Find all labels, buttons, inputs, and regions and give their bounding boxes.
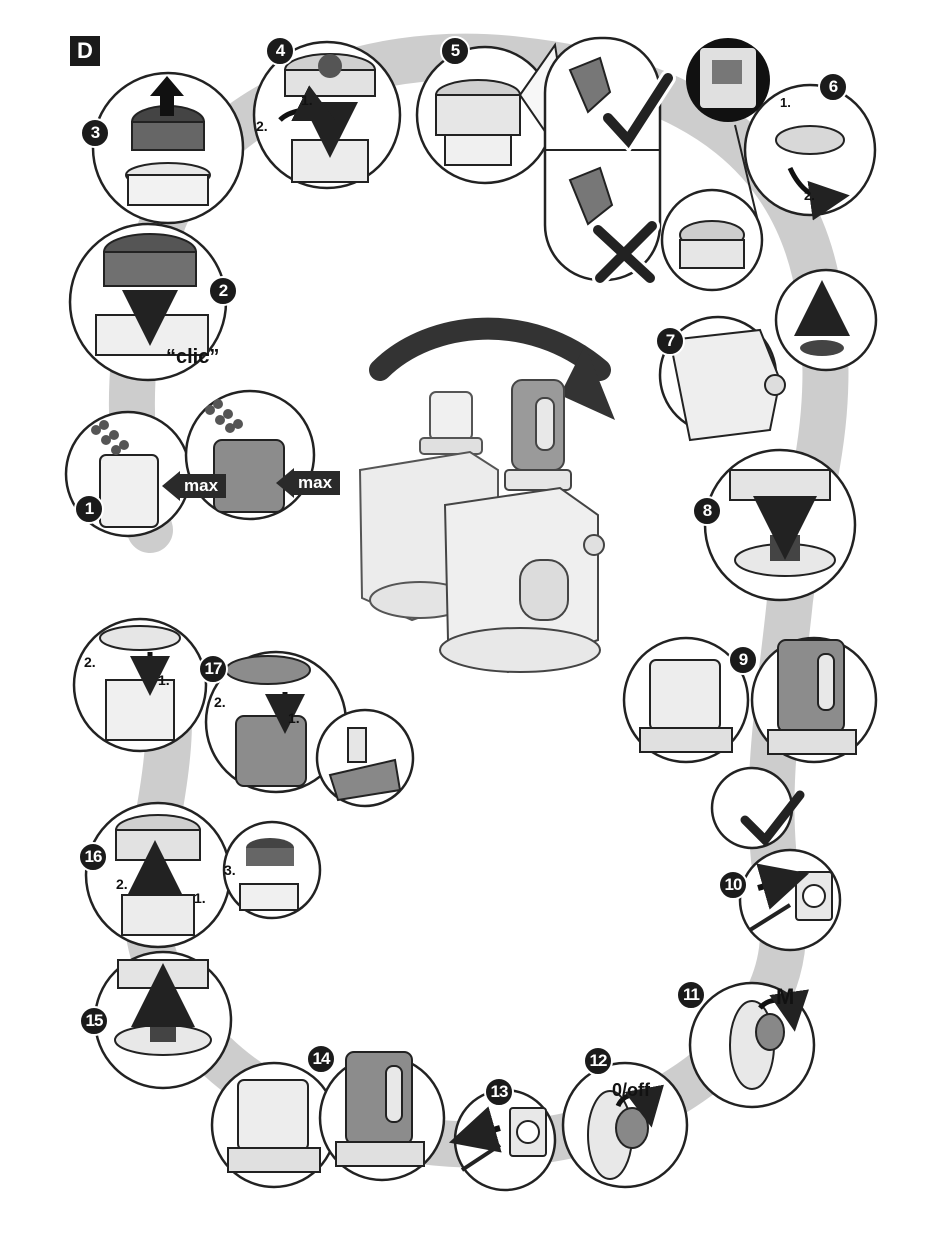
max-arrow-left: max: [162, 474, 226, 498]
step-number-14: 14: [306, 1044, 336, 1074]
step-number-6: 6: [818, 72, 848, 102]
step-17-illustration: [206, 652, 413, 806]
step-lid-illustration: [74, 619, 206, 751]
lid-label-1: 1.: [158, 672, 170, 688]
step-number-10: 10: [718, 870, 748, 900]
step-4-label-2: 2.: [256, 118, 268, 134]
step-number-12: 12: [583, 1046, 613, 1076]
step-6-label-1: 1.: [780, 95, 791, 110]
step-number-8: 8: [692, 496, 722, 526]
step-8-illustration: [705, 450, 855, 600]
step-17-label-2: 2.: [214, 694, 226, 710]
off-label: 0/off: [612, 1080, 650, 1101]
max-label-left: max: [180, 474, 226, 498]
step-number-9: 9: [728, 645, 758, 675]
step-3-illustration: [93, 73, 243, 223]
step-10-illustration: [740, 850, 840, 950]
step-number-13: 13: [484, 1077, 514, 1107]
clic-label: “clic”: [166, 346, 219, 369]
step-number-5: 5: [440, 36, 470, 66]
step-number-1: 1: [74, 494, 104, 524]
step-number-3: 3: [80, 118, 110, 148]
step-15-illustration: [95, 952, 231, 1088]
rotation-arrow: [380, 329, 600, 370]
step-16-label-3: 3.: [224, 862, 236, 878]
lid-label-2: 2.: [84, 654, 96, 670]
mode-m-label: M: [776, 984, 794, 1010]
step-16-label-2: 2.: [116, 876, 128, 892]
step-6-label-2: 2.: [804, 188, 815, 203]
step-17-label-1: 1.: [288, 710, 300, 726]
step-number-16: 16: [78, 842, 108, 872]
max-label-right: max: [294, 471, 340, 495]
step-number-11: 11: [676, 980, 706, 1010]
max-arrow-right: max: [276, 471, 340, 495]
step-16-illustration: [86, 803, 320, 947]
step-number-17: 17: [198, 654, 228, 684]
step-number-15: 15: [79, 1006, 109, 1036]
step-11-illustration: [690, 983, 814, 1107]
step-16-label-1: 1.: [194, 890, 206, 906]
section-badge: D: [70, 36, 100, 66]
step-number-7: 7: [655, 326, 685, 356]
step-number-4: 4: [265, 36, 295, 66]
step-5-detail: [545, 38, 668, 280]
step-4-label-1: 1.: [301, 92, 313, 108]
step-number-2: 2: [208, 276, 238, 306]
step-1-illustration: [66, 391, 314, 536]
